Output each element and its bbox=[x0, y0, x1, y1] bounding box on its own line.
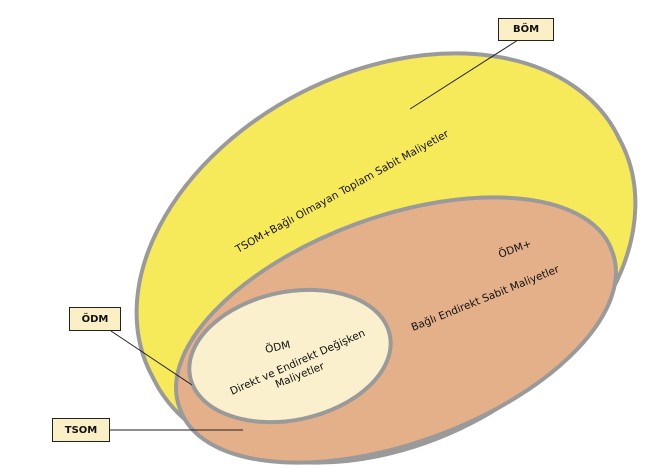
tsom-callout: TSOM bbox=[52, 418, 110, 442]
odm-leader-line bbox=[110, 330, 193, 386]
odm-callout: ÖDM bbox=[69, 307, 121, 331]
bom-callout: BÖM bbox=[498, 18, 554, 41]
inner-label-1: ÖDM bbox=[264, 338, 292, 356]
bom-leader-line bbox=[409, 39, 519, 110]
inner-ellipse-odm bbox=[187, 287, 393, 425]
